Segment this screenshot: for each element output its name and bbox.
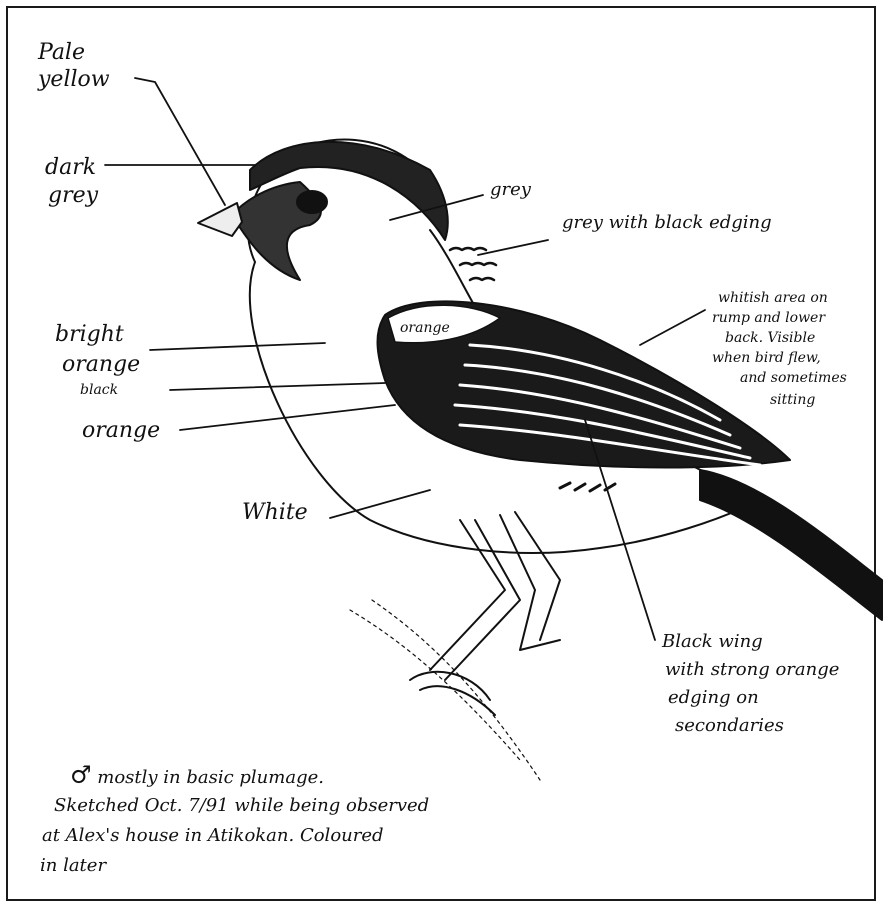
label-black: black xyxy=(80,382,118,398)
label-pale-yellow-2: yellow xyxy=(38,67,110,92)
label-orange-wing: orange xyxy=(400,320,450,336)
label-whitish-5: and sometimes xyxy=(740,370,847,386)
branch-outline xyxy=(350,610,520,760)
notes-line-2: Sketched Oct. 7/91 while being observed xyxy=(54,796,429,817)
label-white: White xyxy=(242,500,308,525)
label-whitish-3: back. Visible xyxy=(725,330,815,346)
label-whitish-4: when bird flew, xyxy=(712,350,821,366)
label-grey-black-edging: grey with black edging xyxy=(562,213,772,234)
bird-beak xyxy=(198,203,242,236)
notes-line-3: at Alex's house in Atikokan. Coloured xyxy=(42,826,384,847)
notes-line-1-text: mostly in basic plumage. xyxy=(97,767,324,788)
label-grey: grey xyxy=(490,180,531,201)
leader-whitish-area xyxy=(640,310,705,345)
leader-pale-yellow xyxy=(135,78,225,205)
label-pale-yellow-1: Pale xyxy=(38,40,85,65)
label-black-wing-3: edging on xyxy=(668,688,759,709)
label-black-wing-1: Black wing xyxy=(662,632,763,653)
bird-tail xyxy=(700,470,882,620)
label-black-wing-2: with strong orange xyxy=(665,660,839,681)
bird-foot xyxy=(410,672,495,715)
male-symbol: ♂ xyxy=(70,761,92,789)
label-bright-orange-2: orange xyxy=(62,352,140,377)
label-whitish-2: rump and lower xyxy=(712,310,825,326)
leader-grey-black-edging xyxy=(478,240,548,255)
label-orange-breast: orange xyxy=(82,418,160,443)
label-whitish-6: sitting xyxy=(770,392,815,408)
label-bright-orange-1: bright xyxy=(55,322,124,347)
bird-eye xyxy=(297,191,327,213)
label-dark-grey-2: grey xyxy=(48,183,98,208)
leader-orange-breast xyxy=(180,405,395,430)
notes-line-4: in later xyxy=(40,856,106,877)
label-whitish-1: whitish area on xyxy=(718,290,828,306)
leader-bright-orange xyxy=(150,343,325,350)
label-black-wing-4: secondaries xyxy=(675,716,784,737)
leader-white xyxy=(330,490,430,518)
leader-black xyxy=(170,383,385,390)
label-dark-grey-1: dark xyxy=(45,155,96,180)
notes-line-1: ♂ mostly in basic plumage. xyxy=(70,762,324,790)
